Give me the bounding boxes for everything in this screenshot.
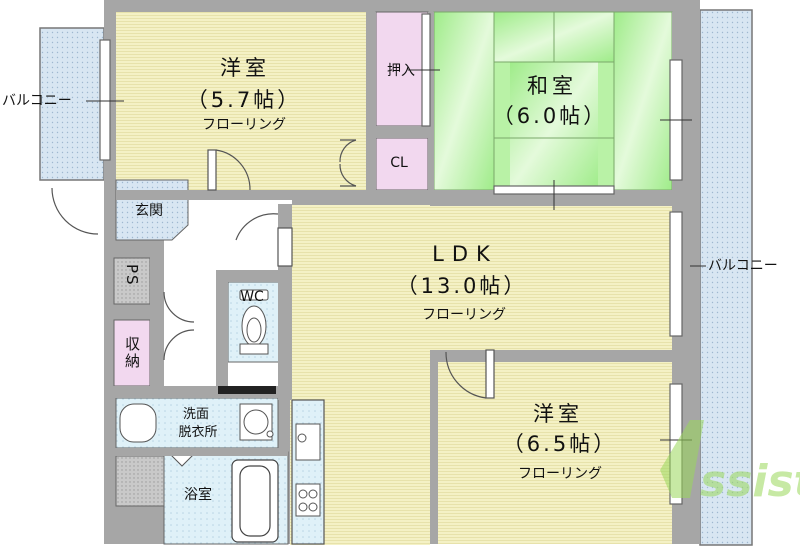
balcony-right-label: バルコニー xyxy=(708,258,778,274)
western-room-a xyxy=(116,12,366,190)
toilet-fixture xyxy=(239,289,269,355)
ldk-floor: フローリング xyxy=(422,307,506,323)
western-a-name: 洋室 xyxy=(220,56,270,80)
balcony-left-label: バルコニー xyxy=(2,93,72,109)
storage-label: 収納 xyxy=(123,336,141,370)
oshiire-label: 押入 xyxy=(387,63,415,79)
western-b-floor: フローリング xyxy=(518,466,602,482)
western-a-size: （5.7帖） xyxy=(186,88,302,112)
washitsu-size: （6.0帖） xyxy=(492,104,608,128)
storage-closet xyxy=(113,319,151,387)
assist-watermark: ssist xyxy=(660,420,800,507)
genkan-label: 玄関 xyxy=(135,203,163,219)
ps-shaft xyxy=(113,257,151,305)
western-room-b xyxy=(436,362,672,544)
kitchen-counter xyxy=(291,399,325,545)
datsuijo-label: 脱衣所 xyxy=(178,425,218,440)
balcony-right xyxy=(699,9,753,546)
senmen-label: 洗面 xyxy=(182,407,210,422)
ps-label: PS xyxy=(123,264,141,287)
cl-label: CL xyxy=(390,155,408,171)
bathtub-fixture xyxy=(231,459,279,543)
wc-label: WC xyxy=(240,289,264,305)
ldk-size: （13.0帖） xyxy=(396,274,528,298)
svg-text:ssist: ssist xyxy=(700,456,800,507)
bath-label: 浴室 xyxy=(184,487,212,503)
ldk-name: LDK xyxy=(432,242,498,266)
washitsu-name: 和室 xyxy=(527,74,577,98)
western-b-name: 洋室 xyxy=(533,402,583,426)
western-a-floor: フローリング xyxy=(202,117,286,133)
western-b-size: （6.5帖） xyxy=(502,432,618,456)
balcony-left xyxy=(39,27,105,181)
ldk-room xyxy=(292,205,672,351)
